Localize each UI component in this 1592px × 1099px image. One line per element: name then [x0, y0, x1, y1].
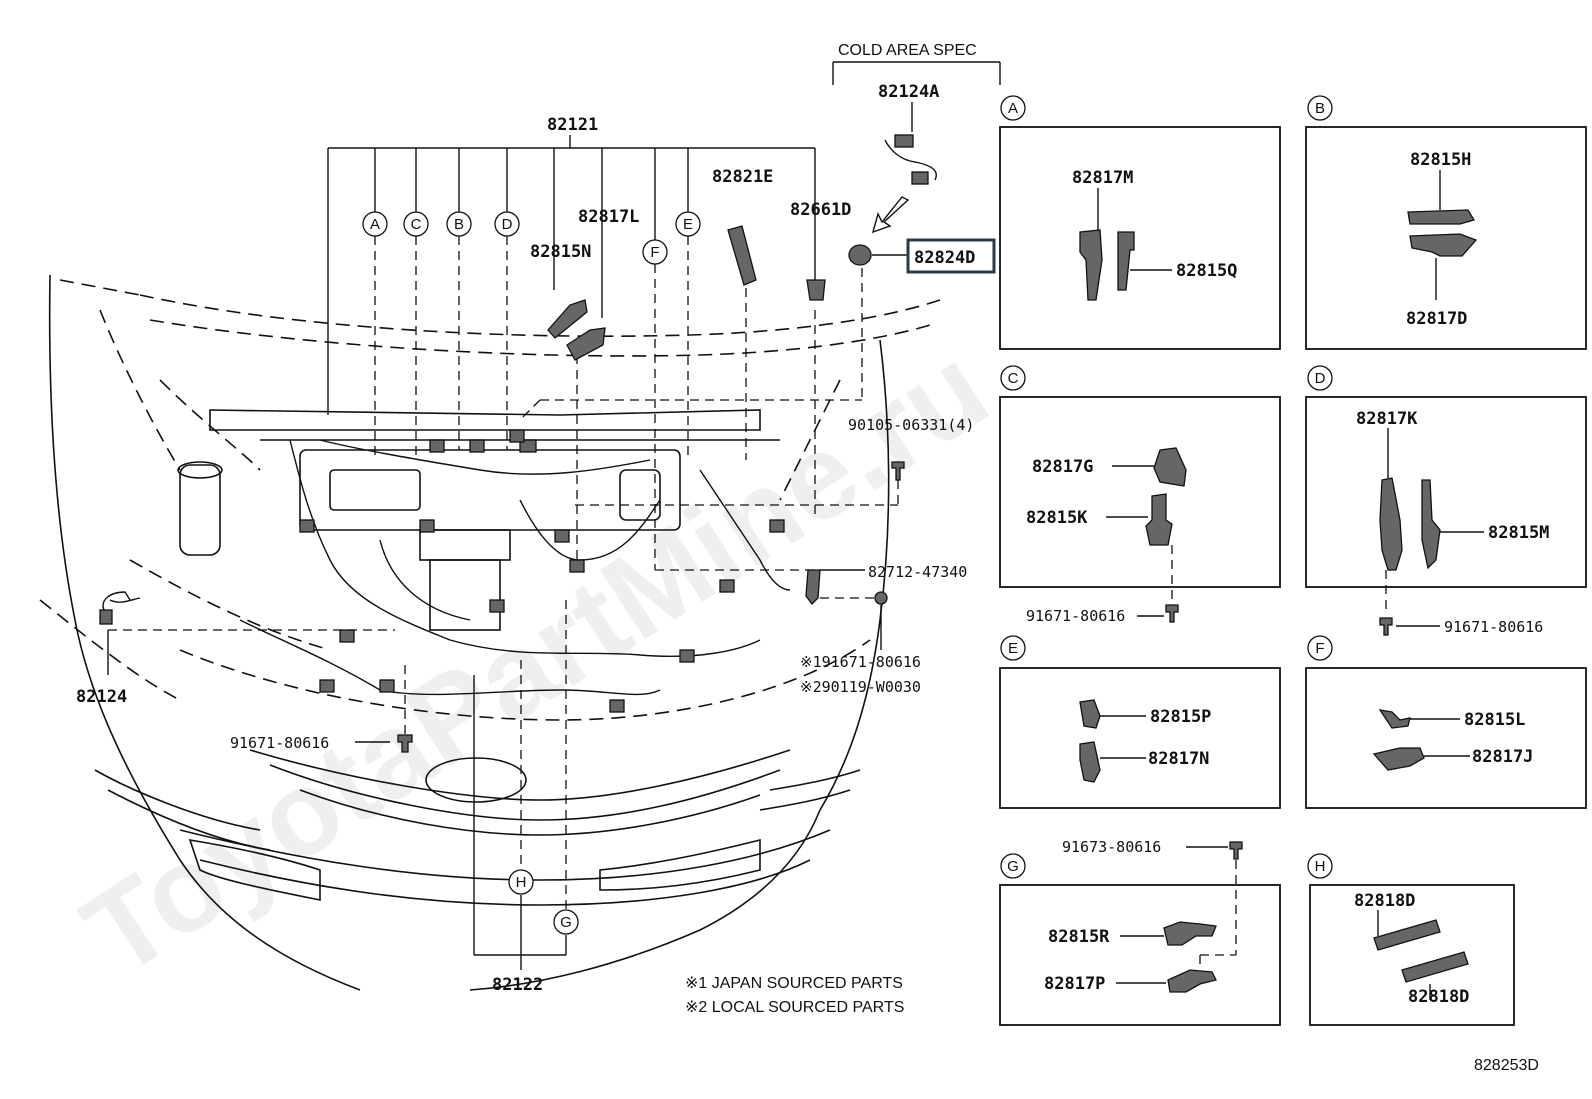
- label-82122: 82122: [492, 975, 543, 995]
- main-callouts: A C B D F E H G: [362, 211, 701, 935]
- callout-G: G: [553, 909, 579, 935]
- svg-text:G: G: [560, 914, 572, 931]
- detail-box-E: E 82815P 82817N: [999, 635, 1281, 809]
- label-82124: 82124: [76, 687, 127, 707]
- detail-box-H: H 82818D 82818D: [1307, 853, 1515, 1026]
- svg-text:E: E: [683, 216, 693, 233]
- label-82815R: 82815R: [1048, 927, 1110, 947]
- label-82815K: 82815K: [1026, 508, 1088, 528]
- callout-D: D: [494, 211, 520, 237]
- diagram-code: 828253D: [1474, 1057, 1539, 1074]
- svg-text:G: G: [1007, 858, 1019, 875]
- label-82815Q: 82815Q: [1176, 261, 1237, 281]
- label-82821E: 82821E: [712, 167, 773, 187]
- leader-lines: [107, 61, 1001, 970]
- detail-box-C: C 82817G 82815K 91671-80616: [999, 365, 1281, 625]
- cold-area-spec-label: COLD AREA SPEC: [838, 42, 977, 59]
- label-82817M: 82817M: [1072, 168, 1133, 188]
- svg-text:A: A: [370, 216, 380, 233]
- callout-C: C: [403, 211, 429, 237]
- label-90119: ※290119-W0030: [800, 678, 921, 696]
- highlight-box: [906, 238, 996, 274]
- callout-A: A: [362, 211, 388, 237]
- label-91671-fix1: ※191671-80616: [800, 653, 921, 671]
- label-82817P: 82817P: [1044, 974, 1105, 994]
- label-82818D-2: 82818D: [1408, 987, 1469, 1007]
- note-1: ※1 JAPAN SOURCED PARTS: [685, 975, 903, 992]
- label-82815L: 82815L: [1464, 710, 1525, 730]
- svg-text:C: C: [411, 216, 422, 233]
- label-82815N: 82815N: [530, 242, 591, 262]
- svg-text:F: F: [650, 244, 659, 261]
- label-82661D: 82661D: [790, 200, 851, 220]
- svg-text:H: H: [516, 874, 527, 891]
- svg-text:E: E: [1008, 640, 1018, 657]
- callout-F: F: [642, 239, 668, 265]
- label-82815H: 82815H: [1410, 150, 1471, 170]
- label-82818D-1: 82818D: [1354, 891, 1415, 911]
- svg-text:D: D: [1315, 370, 1326, 387]
- detail-box-B: B 82815H 82817D: [1305, 95, 1587, 350]
- svg-text:B: B: [1315, 100, 1325, 117]
- label-82815M: 82815M: [1488, 523, 1549, 543]
- note-2: ※2 LOCAL SOURCED PARTS: [685, 999, 904, 1016]
- label-82817J: 82817J: [1472, 747, 1533, 767]
- detail-box-D: D 82817K 82815M 91671-80616: [1305, 365, 1587, 636]
- label-91671-main: 91671-80616: [230, 734, 329, 752]
- callout-E: E: [675, 211, 701, 237]
- label-82121: 82121: [547, 115, 598, 135]
- label-82824D: 82824D: [914, 248, 975, 268]
- label-82817K: 82817K: [1356, 409, 1418, 429]
- detail-box-G: G 91673-80616 82815R 82817P: [999, 838, 1281, 1026]
- main-labels: COLD AREA SPEC 82124A 82121 82821E 82817…: [76, 42, 1539, 1074]
- svg-text:D: D: [502, 216, 513, 233]
- car-outline: [39, 274, 941, 991]
- label-82817D: 82817D: [1406, 309, 1467, 329]
- svg-text:F: F: [1315, 640, 1324, 657]
- label-82815P: 82815P: [1150, 707, 1211, 727]
- callout-H: H: [508, 869, 534, 895]
- svg-text:B: B: [454, 216, 464, 233]
- label-90105-06331: 90105-06331(4): [848, 416, 974, 434]
- label-91671-c: 91671-80616: [1026, 607, 1125, 625]
- label-91673: 91673-80616: [1062, 838, 1161, 856]
- label-91671-d: 91671-80616: [1444, 618, 1543, 636]
- callout-B: B: [446, 211, 472, 237]
- label-82817L: 82817L: [578, 207, 639, 227]
- label-82712-47340: 82712-47340: [868, 563, 967, 581]
- label-82817G: 82817G: [1032, 457, 1093, 477]
- label-82124A: 82124A: [878, 82, 939, 102]
- svg-text:A: A: [1008, 100, 1018, 117]
- detail-box-F: F 82815L 82817J: [1305, 635, 1587, 809]
- svg-text:C: C: [1008, 370, 1019, 387]
- detail-box-A: A 82817M 82815Q: [999, 95, 1281, 350]
- main-parts: [397, 134, 937, 753]
- label-82817N: 82817N: [1148, 749, 1209, 769]
- engine-bay: [99, 429, 791, 713]
- svg-text:H: H: [1315, 858, 1326, 875]
